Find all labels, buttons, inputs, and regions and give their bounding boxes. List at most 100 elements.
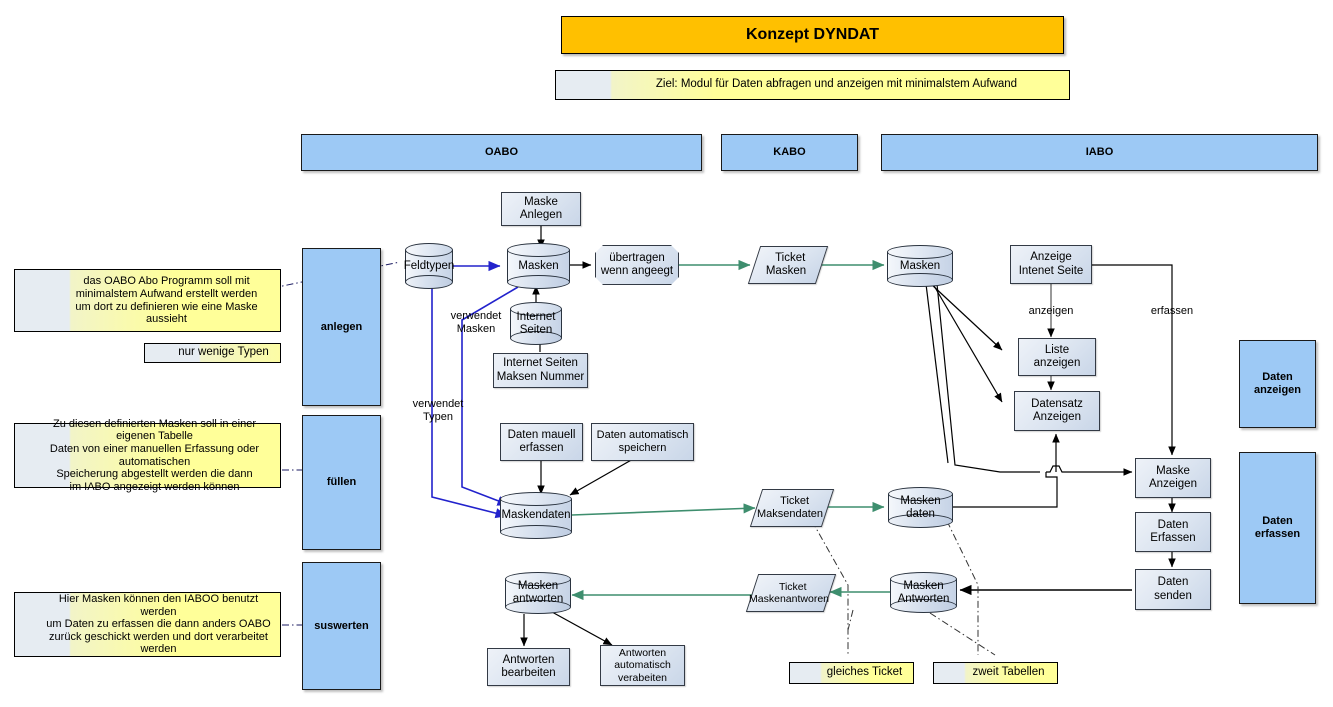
ticket-maksendaten: Ticket Maksendaten: [749, 489, 835, 527]
node-antworten-bearbeiten-line2: bearbeiten: [501, 667, 556, 679]
db-masken-antworten-oabo-line2: antworten: [512, 593, 564, 605]
db-masken-oabo: Masken: [507, 243, 570, 289]
note-gleiches-ticket-text: gleiches Ticket: [826, 666, 903, 679]
node-daten-manuell-line1: Daten mauell: [507, 428, 576, 441]
column-header-oabo-label: OABO: [485, 146, 518, 159]
note-zwei-tabellen-text: zweit Tabellen: [972, 666, 1045, 679]
edge-label-anzeigen: anzeigen: [1021, 305, 1081, 318]
edge-label-verwendet-typen: verwendet Typen: [402, 398, 474, 423]
page-title-text: Konzept DYNDAT: [745, 25, 880, 43]
db-feldtypen-label: Feldtypen: [403, 259, 455, 272]
node-daten-senden-line1: Daten: [1157, 576, 1189, 589]
node-internet-seiten-nummer-line2: Maksen Nummer: [496, 370, 585, 383]
node-daten-manuell-line2: erfassen: [519, 442, 564, 454]
scope-daten-erfassen: Daten erfassen: [1239, 452, 1316, 604]
cylinder-bottom: [505, 600, 571, 614]
cylinder-top: [505, 572, 571, 586]
note-anlegen-text: das OABO Abo Programm soll mit minimalst…: [53, 275, 280, 326]
node-datensatz-anzeigen: Datensatz Anzeigen: [1014, 391, 1100, 431]
node-maske-anlegen: Maske Anlegen: [501, 192, 581, 226]
column-header-oabo: OABO: [301, 134, 702, 171]
node-uebertragen-line1: übertragen: [609, 251, 665, 264]
edge-label-anzeigen-text: anzeigen: [1028, 305, 1074, 317]
note-line: Daten von einer manuellen Erfassung oder…: [49, 442, 260, 468]
node-internet-seiten-nummer: Internet Seiten Maksen Nummer: [493, 353, 588, 388]
phase-fuellen-label: füllen: [326, 476, 357, 489]
page-title: Konzept DYNDAT: [561, 16, 1064, 54]
phase-fuellen: füllen: [302, 415, 381, 550]
node-anzeige-internet-line1: Anzeige: [1030, 251, 1072, 264]
cylinder-top: [500, 492, 572, 506]
note-zwei-tabellen: zweit Tabellen: [933, 662, 1058, 684]
goal-note-text: Ziel: Modul für Daten abfragen und anzei…: [655, 78, 1018, 91]
scope-daten-erfassen-line2: erfassen: [1254, 528, 1301, 540]
cylinder-bottom: [510, 331, 562, 345]
db-masken-antworten-iabo-line2: Antworten: [897, 592, 950, 605]
node-anzeige-internet-seite: Anzeige Intenet Seite: [1010, 245, 1092, 284]
db-masken-oabo-label: Masken: [518, 259, 559, 272]
node-antworten-auto-line2: automatisch: [614, 659, 671, 672]
cylinder-top: [890, 572, 957, 586]
db-masken-antworten-iabo-line1: Masken: [903, 579, 944, 592]
node-daten-manuell-erfassen: Daten mauell erfassen: [500, 423, 583, 461]
scope-daten-anzeigen-line2: anzeigen: [1253, 384, 1302, 396]
node-maske-anzeigen: Maske Anzeigen: [1135, 458, 1211, 498]
cylinder-bottom: [888, 514, 953, 528]
note-line: Hier Masken können den IABOO benutzt wer…: [58, 592, 259, 618]
cylinder-bottom: [507, 275, 570, 289]
edge-label-verwendet-masken: verwendet Masken: [440, 310, 512, 335]
node-daten-automatisch-speichern: Daten automatisch speichern: [591, 423, 694, 461]
phase-anlegen: anlegen: [302, 248, 381, 406]
cylinder-bottom: [405, 275, 453, 289]
node-daten-erfassen: Daten Erfassen: [1135, 512, 1211, 552]
note-line: das OABO Abo Programm soll mit: [83, 275, 250, 288]
ticket-masken-line1: Ticket: [775, 251, 806, 264]
node-antworten-bearbeiten: Antworten bearbeiten: [487, 648, 570, 686]
db-masken-daten-iabo-line2: daten: [906, 507, 935, 520]
node-daten-senden: Daten senden: [1135, 569, 1211, 610]
node-datensatz-anzeigen-line2: Anzeigen: [1033, 411, 1081, 423]
cylinder-bottom: [890, 599, 957, 613]
node-liste-anzeigen: Liste anzeigen: [1018, 338, 1096, 376]
db-masken-antworten-iabo-label: Masken Antworten: [890, 572, 957, 613]
cylinder-top: [510, 302, 562, 316]
phase-suswerten: suswerten: [302, 562, 381, 690]
db-masken-antworten-oabo-label: Masken antworten: [505, 572, 571, 614]
ticket-maskenantworten-line2: Maskenantworen: [749, 593, 830, 605]
note-gleiches-ticket: gleiches Ticket: [789, 662, 914, 684]
node-daten-senden-line2: senden: [1154, 589, 1192, 602]
ticket-masken: Ticket Masken: [747, 246, 829, 284]
node-maske-anzeigen-line2: Anzeigen: [1149, 478, 1197, 490]
db-internet-seiten-label: Internet Seiten: [510, 302, 562, 345]
scope-daten-anzeigen-line1: Daten: [1262, 371, 1293, 384]
edge-label-verwendet-masken-line1: verwendet: [450, 310, 502, 322]
note-fuellen-text: Zu diesen definierten Masken soll in ein…: [29, 418, 280, 494]
node-datensatz-anzeigen-line1: Datensatz: [1031, 397, 1083, 410]
edge-label-verwendet-typen-line1: verwendet: [412, 398, 464, 410]
node-daten-erfassen-line1: Daten: [1157, 518, 1189, 531]
db-masken-iabo: Masken: [887, 245, 953, 287]
db-internet-seiten-line2: Seiten: [519, 323, 553, 336]
node-anzeige-internet-line2: Intenet Seite: [1018, 264, 1084, 277]
cylinder-top: [887, 245, 953, 259]
db-maskendaten: Maskendaten: [500, 492, 572, 539]
db-internet-seiten: Internet Seiten: [510, 302, 562, 345]
note-auswerten-text: Hier Masken können den IABOO benutzt wer…: [37, 593, 280, 656]
db-maskendaten-label: Maskendaten: [501, 509, 571, 522]
note-line: um Daten zu erfassen die dann anders OAB…: [46, 618, 271, 631]
cylinder-bottom: [887, 273, 953, 287]
db-internet-seiten-line1: Internet: [516, 310, 556, 323]
note-typen: nur wenige Typen: [144, 343, 281, 363]
ticket-maksendaten-line1: Ticket: [779, 495, 809, 508]
node-uebertragen: übertragen wenn angeegt: [595, 245, 679, 285]
edge-label-verwendet-typen-line2: Typen: [423, 410, 453, 423]
node-daten-automatisch-line2: speichern: [618, 442, 667, 454]
note-line: um dort zu definieren wie eine Maske aus…: [75, 300, 258, 326]
node-liste-anzeigen-line2: anzeigen: [1033, 357, 1081, 369]
node-internet-seiten-nummer-line1: Internet Seiten: [503, 357, 578, 370]
note-fuellen: Zu diesen definierten Masken soll in ein…: [14, 418, 281, 493]
db-feldtypen: Feldtypen: [403, 243, 455, 289]
db-masken-antworten-oabo-line1: Masken: [517, 580, 559, 593]
phase-anlegen-label: anlegen: [320, 320, 363, 333]
